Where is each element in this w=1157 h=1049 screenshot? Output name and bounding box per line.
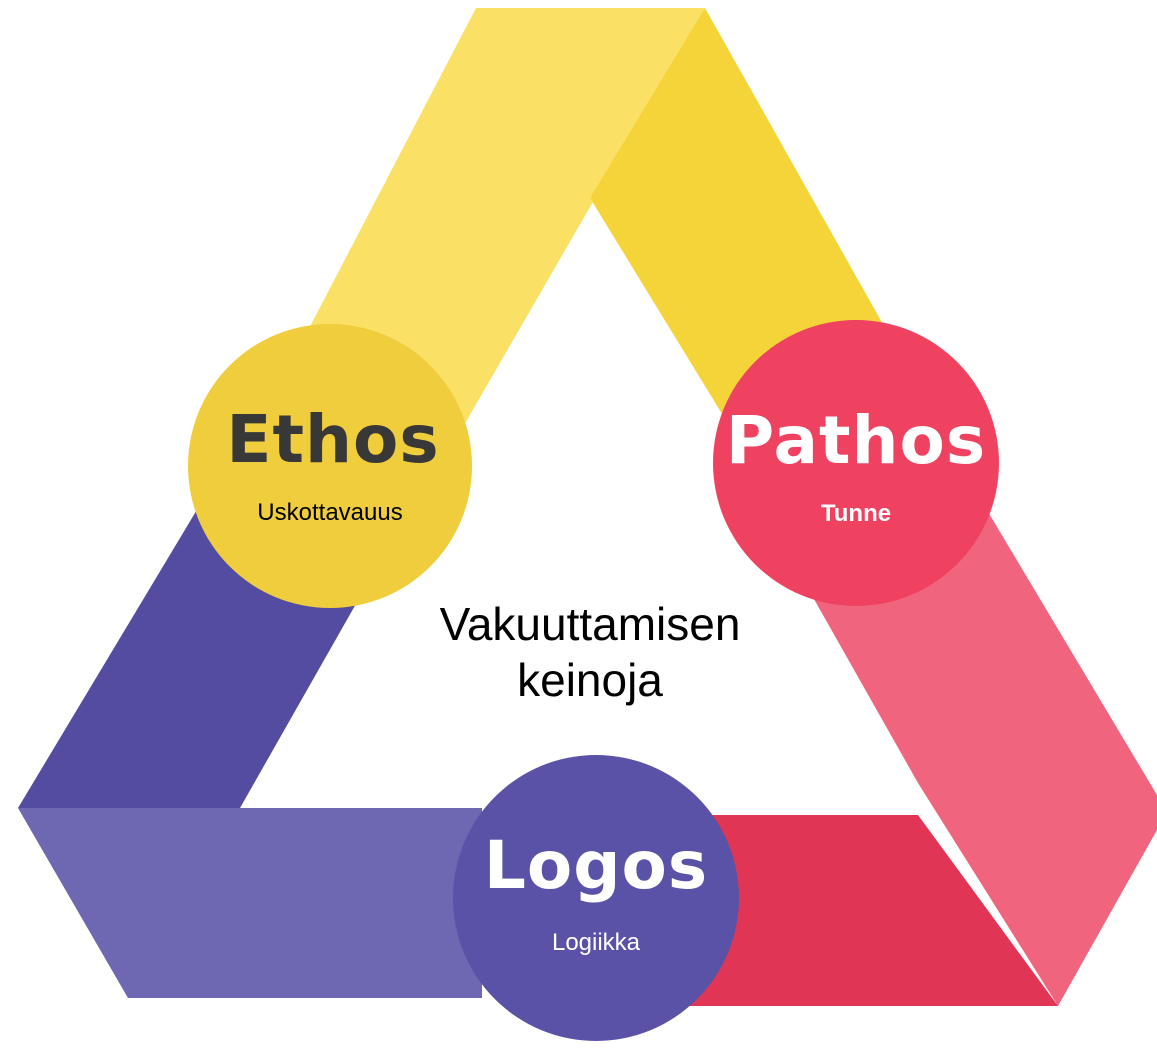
pathos-circle: Pathos Tunne	[713, 320, 999, 606]
ribbon-ethos-pathos-dark	[590, 8, 884, 422]
ethos-title: Ethos	[226, 401, 440, 478]
center-label: Vakuuttamisen keinoja	[390, 596, 790, 708]
logos-circle: Logos Logiikka	[453, 755, 739, 1041]
center-label-line-2: keinoja	[517, 654, 663, 706]
ethos-circle: Ethos Uskottavauus	[188, 324, 472, 608]
logos-title: Logos	[483, 827, 709, 904]
ethos-subtitle: Uskottavauus	[257, 499, 403, 526]
pathos-title: Pathos	[725, 402, 987, 479]
ribbon-pathos-logos-dark	[690, 815, 1058, 1006]
ribbon-pathos-logos-light	[810, 490, 1157, 1006]
logos-subtitle: Logiikka	[551, 929, 641, 956]
ribbon-logos-ethos-light	[18, 808, 482, 998]
center-label-line-1: Vakuuttamisen	[439, 598, 741, 650]
pathos-subtitle: Tunne	[820, 500, 892, 527]
